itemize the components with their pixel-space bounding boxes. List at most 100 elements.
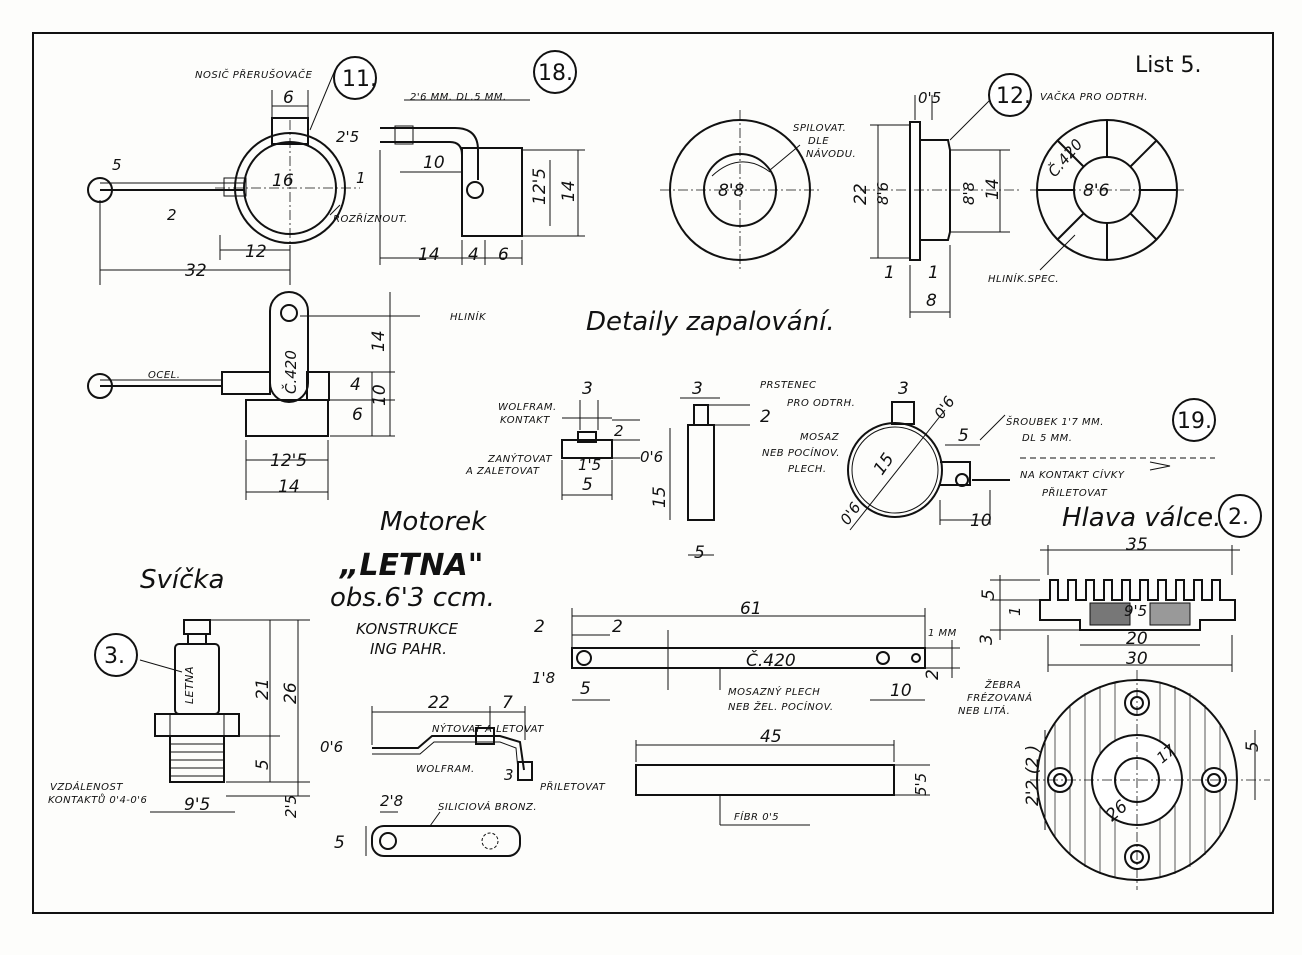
part-19-number: 19.	[1177, 409, 1212, 434]
dim-part12-8-8: 8'8	[960, 182, 978, 205]
dim-part19-5: 5	[958, 426, 969, 446]
part-11-bubble	[333, 56, 377, 100]
dim-plug-21: 21	[253, 678, 273, 700]
dim-head-9-5: 9'5	[1124, 602, 1147, 620]
dim-part18-14: 14	[418, 245, 440, 265]
dim-part19-10: 10	[970, 511, 992, 531]
label-breaker-cam: VAČKA PRO ODTRH.	[1040, 90, 1148, 103]
dim-part19-0-6b: 0'6	[837, 499, 865, 528]
part-2-number: 2.	[1228, 505, 1249, 530]
dim-part11-12: 12	[245, 242, 267, 262]
dim-contact-2: 2	[614, 422, 624, 440]
label-fibre: FÍBR 0'5	[734, 810, 779, 823]
dim-head-20: 20	[1126, 629, 1148, 649]
dim-pin-15: 15	[650, 486, 670, 508]
label-ring: PRSTENEC	[760, 380, 817, 391]
drawing-title: Detaily zapalování.	[586, 307, 835, 337]
part-11-side-view	[87, 291, 420, 500]
dim-pin-3: 3	[692, 379, 703, 399]
label-cut: ROZŘÍZNOUT.	[333, 212, 408, 225]
spark-plug-title: Svíčka	[140, 565, 224, 595]
part-3-bubble	[94, 633, 138, 677]
dim-part11-4: 4	[350, 375, 361, 395]
dim-part18-14-vertical: 14	[559, 180, 579, 202]
dim-part12-1a: 1	[884, 263, 895, 283]
cylinder-head-section	[990, 545, 1240, 672]
dim-part12-1b: 1	[928, 263, 939, 283]
dim-arm-61: 61	[740, 599, 762, 619]
cam-disc-drawing	[660, 110, 820, 270]
dim-part18-6: 6	[498, 245, 509, 265]
label-ring-2: PRO ODTRH.	[787, 398, 855, 409]
label-brass-3: PLECH.	[788, 464, 827, 475]
dim-part12-8-6: 8'6	[874, 182, 892, 205]
part-12-side-view	[860, 95, 1020, 318]
dim-arm-2a: 2	[534, 617, 545, 637]
dim-part11-6: 6	[283, 88, 294, 108]
label-aluminium: HLINÍK	[450, 310, 487, 323]
label-tungsten: WOLFRAM.	[498, 402, 557, 413]
cylinder-head-title: Hlava válce.	[1062, 503, 1221, 533]
dim-part11-2-5: 2'5	[336, 128, 359, 146]
label-special-aluminium: HLINÍK.SPEC.	[988, 272, 1059, 285]
dim-part12-22: 22	[851, 183, 871, 205]
label-spring-solder: PŘILETOVAT	[540, 780, 606, 793]
part-3-number: 3.	[104, 644, 125, 669]
dim-head-3: 3	[977, 634, 997, 645]
dim-part19-3: 3	[898, 379, 909, 399]
sheet-list-label: List 5.	[1135, 53, 1201, 78]
dim-plug-9-5: 9'5	[184, 795, 210, 815]
dim-contact-3: 3	[582, 379, 593, 399]
sheet-border	[32, 32, 1274, 914]
dim-part12-0-5: 0'5	[918, 89, 941, 107]
dim-head-5-right: 5	[1243, 741, 1263, 752]
label-brass: MOSAZ	[800, 432, 840, 443]
label-silicon-bronze: SILICIOVÁ BRONZ.	[438, 800, 537, 813]
motor-name-1: Motorek	[380, 507, 487, 537]
cylinder-head-plan	[1030, 670, 1270, 890]
note-part18-hole: 2'6 MM. DL.5 MM.	[410, 92, 507, 103]
spark-plug-brand: LETNA	[183, 666, 196, 704]
dim-spring-2-8: 2'8	[380, 792, 403, 810]
dim-part12-14: 14	[983, 178, 1003, 200]
dim-part11-14-vertical: 14	[369, 330, 389, 352]
dim-arm-10: 10	[890, 681, 912, 701]
dim-part11-10: 10	[370, 384, 390, 406]
dim-contact-1-5: 1'5	[578, 456, 601, 474]
label-file-per-instructions-2: DLE	[808, 136, 829, 147]
motor-name-2: „LETNA"	[338, 548, 483, 583]
label-screw-2: DL 5 MM.	[1022, 433, 1072, 444]
dim-part11-12-5: 12'5	[270, 451, 307, 471]
dim-spring-3: 3	[504, 766, 514, 784]
label-to-coil-contact: NA KONTAKT CÍVKY	[1020, 468, 1125, 481]
material-mark-part11: Č.420	[281, 350, 300, 394]
dim-pin-2: 2	[760, 407, 771, 427]
dim-contact-5: 5	[582, 475, 593, 495]
dim-part11-14: 14	[278, 477, 300, 497]
dim-part12-front-8-6: 8'6	[1083, 181, 1109, 201]
dim-arm-5: 5	[580, 679, 591, 699]
label-breaker-carrier: NOSIČ PŘERUŠOVAČE	[195, 68, 313, 81]
label-screw: ŠROUBEK 1'7 MM.	[1006, 415, 1104, 428]
dim-fibre-45: 45	[760, 727, 782, 747]
dim-plug-2-5: 2'5	[282, 795, 300, 818]
dim-head-5: 5	[979, 589, 999, 600]
label-steel: OCEL.	[148, 370, 180, 381]
dim-part12-8: 8	[926, 291, 937, 311]
dim-arm-2b: 2	[612, 617, 623, 637]
label-solder: A ZALETOVAT	[465, 466, 540, 477]
dim-arm-1mm: 1 MM	[928, 628, 957, 639]
label-file-per-instructions: SPILOVAT.	[793, 123, 846, 134]
material-mark-arm: Č.420	[746, 649, 796, 671]
material-mark-part12: Č.420	[1044, 135, 1087, 181]
label-spring-tungsten: WOLFRAM.	[416, 764, 475, 775]
dim-cam-disc-8-8: 8'8	[718, 181, 744, 201]
dim-spring-7: 7	[502, 693, 513, 713]
designer-1: KONSTRUKCE	[356, 620, 458, 638]
dim-part18-4: 4	[468, 245, 479, 265]
dim-part11-6-vertical: 6	[352, 405, 363, 425]
label-fins: ŽEBRA	[984, 678, 1021, 691]
part-11-top-view	[87, 69, 360, 285]
